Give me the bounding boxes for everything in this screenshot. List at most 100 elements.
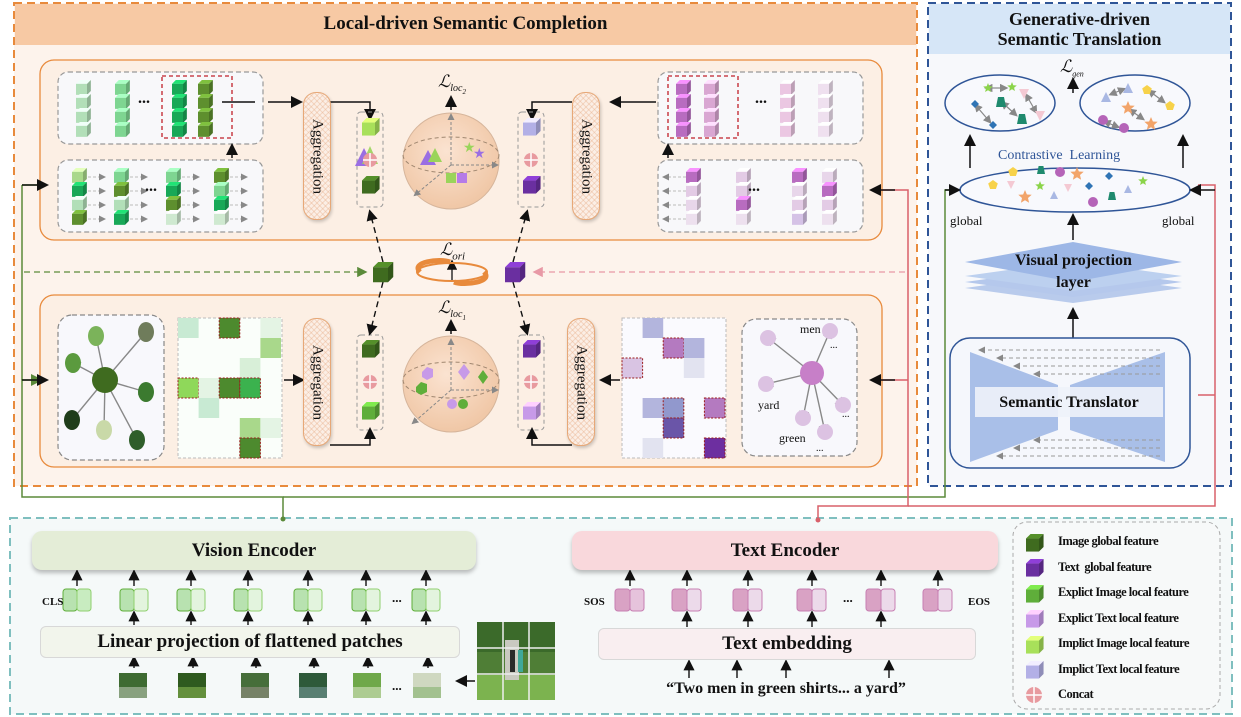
concat-icon-bottom-right <box>524 375 538 389</box>
legend-item-concat: Concat <box>1024 682 1189 708</box>
text-graph-node <box>822 323 838 339</box>
image-heatmap-cell <box>198 398 220 418</box>
implicit-image-local-cube-icon <box>1026 635 1044 654</box>
vision-token <box>119 588 149 612</box>
loss-gen-label: ℒgen <box>1060 57 1084 79</box>
local-section-title: Local-driven Semantic Completion <box>323 13 608 35</box>
gen-point-circle <box>1098 115 1108 125</box>
gen-point-circle <box>1055 167 1065 177</box>
text-global-cube-icon <box>1026 559 1044 577</box>
aggregation-block-bottom-right: Aggregation <box>567 318 595 446</box>
concat-icon-bottom-left <box>363 375 377 389</box>
ellipsis-top-left: ... <box>138 90 150 107</box>
gen-point-circle <box>1119 123 1129 133</box>
text-encoder-box: Text Encoder <box>572 531 998 570</box>
image-heatmap-cell <box>178 318 199 338</box>
gen-point-trapezoid <box>996 97 1006 107</box>
text-token-column-7 <box>792 168 807 225</box>
vision-token <box>411 588 441 612</box>
gen-point-star <box>1007 82 1017 91</box>
explicit-image-local-cube-icon <box>1026 584 1044 603</box>
text-token-column-8 <box>822 168 837 225</box>
vision-token <box>233 588 263 612</box>
gen-point-trapezoid <box>1037 166 1045 174</box>
text-graph-hub <box>800 361 824 385</box>
implicit-text-local-cube-top <box>523 118 541 136</box>
gen-point-diamond <box>1105 172 1113 180</box>
implicit-image-local-cube-top <box>362 118 380 136</box>
image-heatmap-cell <box>239 377 261 399</box>
gen-point-star <box>1018 190 1032 203</box>
global-left-label: global <box>950 213 983 228</box>
eos-token <box>922 588 953 612</box>
image-heatmap-cell <box>177 377 200 399</box>
image-heatmap-cell <box>260 338 281 358</box>
gen-point-pentagon <box>1142 85 1152 94</box>
contrastive-learning-label: Contrastive Learning <box>998 148 1121 163</box>
graph-word-more-1: ... <box>830 340 838 351</box>
sphere-point-star-purple: ★ <box>473 147 486 162</box>
input-image <box>477 622 555 700</box>
gen-point-pentagon <box>1165 101 1175 110</box>
text-token-column-4 <box>818 80 833 137</box>
ellipsis-mid-left: ... <box>145 178 157 195</box>
image-token-column-5 <box>72 168 106 225</box>
text-token-column-6 <box>736 168 751 225</box>
text-token <box>732 588 763 612</box>
text-embedding-box: Text embedding <box>598 628 976 660</box>
text-heatmap-cell <box>662 417 685 439</box>
text-global-feature-cube <box>505 262 526 283</box>
text-tokens-ellipsis: ... <box>843 590 853 605</box>
text-heatmap-cell <box>662 397 685 419</box>
gen-point-circle <box>1088 197 1098 207</box>
legend-item-image-global: Image global feature <box>1024 529 1189 555</box>
image-graph-node <box>65 353 81 373</box>
graph-word-green: green <box>779 431 806 445</box>
aggregation-block-top-right: Aggregation <box>572 92 600 220</box>
sphere-point-hex-green <box>416 382 427 395</box>
gen-point-triangle <box>1019 89 1029 99</box>
text-heatmap-cell <box>642 398 664 418</box>
loss-loc2-label: ℒloc2 <box>438 72 466 97</box>
sphere-point-circle-green <box>458 399 468 409</box>
gen-point-star <box>1035 181 1045 190</box>
gen-point-pentagon <box>988 180 998 189</box>
text-graph-node <box>760 330 776 346</box>
text-heatmap-cell <box>621 357 644 379</box>
gen-point-star <box>983 83 993 92</box>
image-token-column-8 <box>214 168 248 225</box>
gen-point-diamond <box>971 100 979 108</box>
concat-icon-top-left <box>363 153 377 167</box>
generative-title-line2: Semantic Translation <box>997 29 1162 49</box>
gen-point-pentagon <box>1008 167 1018 176</box>
vision-token <box>351 588 381 612</box>
image-global-cube-bottom <box>362 340 380 358</box>
image-heatmap-cell <box>239 437 261 459</box>
aggregation-block-bottom-left: Aggregation <box>303 318 331 446</box>
legend-item-explicit-image-local: Explict Image local feature <box>1024 580 1189 606</box>
legend-item-text-global: Text global feature <box>1024 555 1189 581</box>
image-graph-node <box>64 410 80 430</box>
image-heatmap-cell <box>198 378 220 398</box>
text-global-cube-top <box>523 176 541 194</box>
image-token-column-4 <box>198 80 213 137</box>
vision-token <box>293 588 323 612</box>
image-patch <box>178 673 206 698</box>
image-graph-node <box>96 420 112 440</box>
graph-word-yard: yard <box>758 398 780 412</box>
image-graph-node <box>129 430 145 450</box>
generative-title-line1: Generative-driven <box>1009 9 1150 30</box>
text-token <box>865 588 896 612</box>
gen-point-trapezoid <box>1108 192 1116 200</box>
implicit-text-local-cube-icon <box>1026 661 1044 679</box>
image-token-column-1 <box>76 80 91 137</box>
image-heatmap-cell <box>260 318 281 338</box>
sphere-point-square-green <box>446 173 456 183</box>
gen-point-star <box>1121 101 1135 114</box>
image-patch <box>353 673 381 698</box>
sphere-point-circle-purple <box>447 399 457 409</box>
gen-point-triangle <box>1064 184 1072 192</box>
image-graph-node <box>88 326 104 346</box>
legend-item-implicit-text-local: Implict Text local feature <box>1024 657 1189 683</box>
